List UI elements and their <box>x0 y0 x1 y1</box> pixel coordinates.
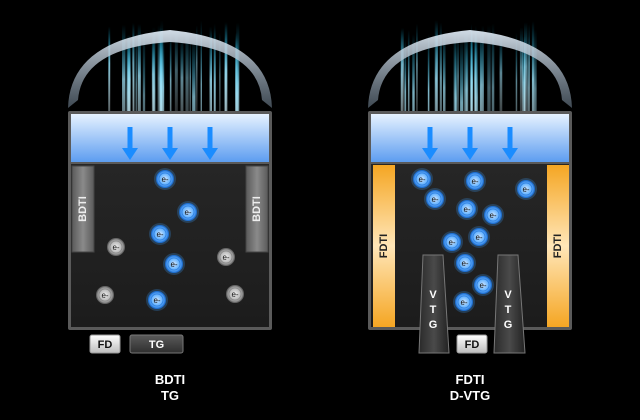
right-caption-line2: D-VTG <box>450 388 490 403</box>
svg-text:e-: e- <box>112 243 119 252</box>
electron-blue: e- <box>163 253 185 275</box>
fd-label: FD <box>90 335 120 353</box>
electron-gray: e- <box>97 287 114 304</box>
tg-label: TG <box>130 335 183 353</box>
electron-blue: e- <box>472 274 494 296</box>
svg-text:e-: e- <box>418 175 425 184</box>
fd-label: FD <box>457 335 487 353</box>
left-pixel: BDTIBDTIe-e-e-e-e-e-e-e-e-FDTGBDTITG <box>68 20 272 403</box>
electron-blue: e- <box>441 231 463 253</box>
svg-text:e-: e- <box>161 175 168 184</box>
svg-text:FD: FD <box>465 339 480 351</box>
svg-text:e-: e- <box>101 291 108 300</box>
right-pixel: FDTIFDTIe-e-e-e-e-e-e-e-e-e-e-VTGVTGFDFD… <box>368 20 572 403</box>
electron-blue: e- <box>411 168 433 190</box>
electron-gray: e- <box>108 239 125 256</box>
svg-text:e-: e- <box>184 208 191 217</box>
svg-text:e-: e- <box>461 259 468 268</box>
right-caption-line1: FDTI <box>456 372 485 387</box>
electron-blue: e- <box>154 168 176 190</box>
svg-text:G: G <box>504 319 513 331</box>
electron-blue: e- <box>453 291 475 313</box>
bdti-label: BDTI <box>251 196 263 222</box>
svg-text:e-: e- <box>479 281 486 290</box>
svg-text:V: V <box>504 289 512 301</box>
svg-text:G: G <box>429 319 438 331</box>
svg-text:e-: e- <box>460 298 467 307</box>
fdti-label: FDTI <box>378 234 390 258</box>
electron-blue: e- <box>482 204 504 226</box>
svg-text:e-: e- <box>475 233 482 242</box>
svg-text:TG: TG <box>149 339 164 351</box>
svg-text:e-: e- <box>522 185 529 194</box>
fdti-label: FDTI <box>552 234 564 258</box>
bdti-label: BDTI <box>77 196 89 222</box>
svg-text:e-: e- <box>471 177 478 186</box>
electron-blue: e- <box>149 223 171 245</box>
electron-blue: e- <box>456 198 478 220</box>
svg-text:V: V <box>429 289 437 301</box>
left-caption-line2: TG <box>161 388 179 403</box>
electron-blue: e- <box>468 226 490 248</box>
svg-text:e-: e- <box>170 260 177 269</box>
electron-blue: e- <box>454 252 476 274</box>
svg-text:e-: e- <box>153 296 160 305</box>
svg-text:e-: e- <box>431 195 438 204</box>
svg-text:e-: e- <box>448 238 455 247</box>
svg-text:e-: e- <box>463 205 470 214</box>
svg-text:T: T <box>430 304 437 316</box>
electron-blue: e- <box>515 178 537 200</box>
electron-blue: e- <box>146 289 168 311</box>
electron-gray: e- <box>227 286 244 303</box>
svg-text:FD: FD <box>98 339 113 351</box>
svg-text:e-: e- <box>489 211 496 220</box>
electron-blue: e- <box>177 201 199 223</box>
svg-text:e-: e- <box>231 290 238 299</box>
electron-gray: e- <box>218 249 235 266</box>
electron-blue: e- <box>464 170 486 192</box>
svg-text:e-: e- <box>156 230 163 239</box>
svg-text:e-: e- <box>222 253 229 262</box>
left-caption-line1: BDTI <box>155 372 185 387</box>
svg-text:T: T <box>505 304 512 316</box>
electron-blue: e- <box>424 188 446 210</box>
